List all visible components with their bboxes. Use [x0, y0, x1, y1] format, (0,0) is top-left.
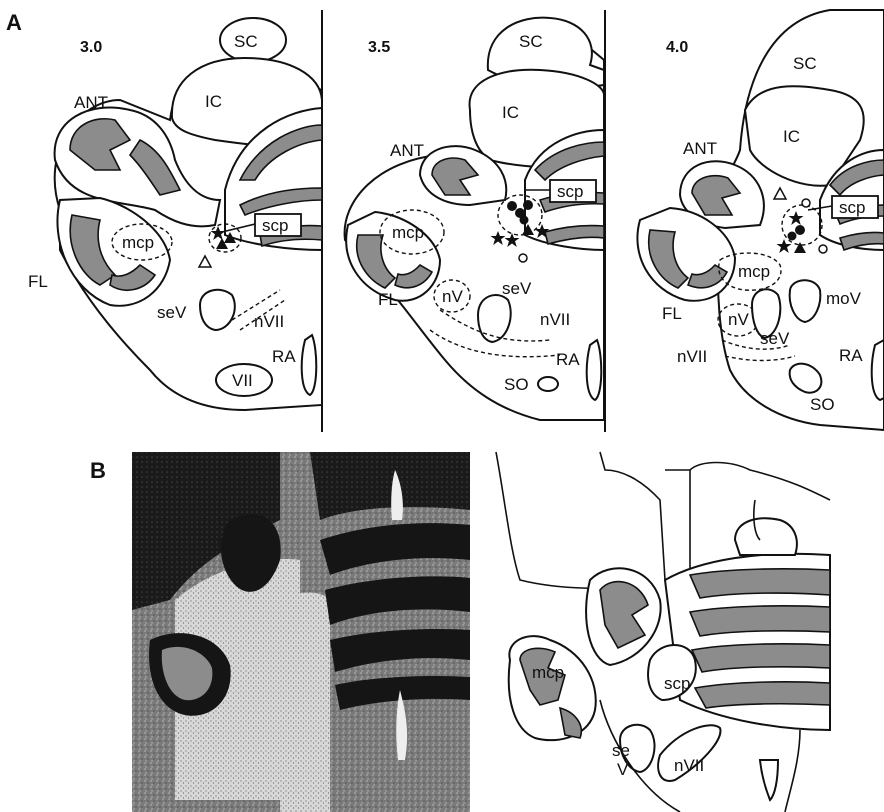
sc-label: SC [793, 54, 817, 73]
fl-label: FL [28, 272, 48, 291]
histology-photo [132, 452, 470, 812]
ic-label: IC [783, 127, 800, 146]
ra-label: RA [556, 350, 580, 369]
panel-a-letter: A [6, 10, 22, 35]
ra-label: RA [839, 346, 863, 365]
scp-label: scp [262, 216, 288, 235]
section-3-0: 3.0 [28, 18, 322, 410]
ic-label: IC [502, 103, 519, 122]
ant-label: ANT [74, 93, 108, 112]
nv-label: nV [728, 310, 749, 329]
ant-label: ANT [390, 141, 424, 160]
ra-label: RA [272, 347, 296, 366]
vii-label: VII [232, 371, 253, 390]
mcp-label: mcp [532, 663, 564, 682]
mcp-label: mcp [738, 262, 770, 281]
sev-label: seV [760, 329, 790, 348]
fl-label: FL [662, 304, 682, 323]
nvii-label: nVII [677, 347, 707, 366]
v-label: V [617, 760, 629, 779]
scp-label: scp [664, 674, 690, 693]
section-3-5: 3.5 [345, 18, 604, 420]
section-4-0: 4.0 [637, 10, 884, 430]
se-label: se [612, 741, 630, 760]
sc-label: SC [519, 32, 543, 51]
sc-label: SC [234, 32, 258, 51]
panel-b-letter: B [90, 458, 106, 483]
level-label: 4.0 [666, 39, 688, 56]
mcp-label: mcp [122, 233, 154, 252]
scp-label: scp [839, 198, 865, 217]
nv-label: nV [442, 287, 463, 306]
mcp-label: mcp [392, 223, 424, 242]
fl-label: FL [378, 290, 398, 309]
level-label: 3.5 [368, 39, 390, 56]
scp-label: scp [557, 182, 583, 201]
ic-label: IC [205, 92, 222, 111]
level-label: 3.0 [80, 39, 102, 56]
nvii-label: nVII [540, 310, 570, 329]
nvii-label: nVII [254, 312, 284, 331]
mov-label: moV [826, 289, 862, 308]
nvii-label: nVII [674, 756, 704, 775]
ant-label: ANT [683, 139, 717, 158]
so-label: SO [810, 395, 835, 414]
sev-label: seV [502, 279, 532, 298]
sev-label: seV [157, 303, 187, 322]
so-label: SO [504, 375, 529, 394]
panel-b-drawing: mcp scp se V nVII [496, 452, 830, 812]
